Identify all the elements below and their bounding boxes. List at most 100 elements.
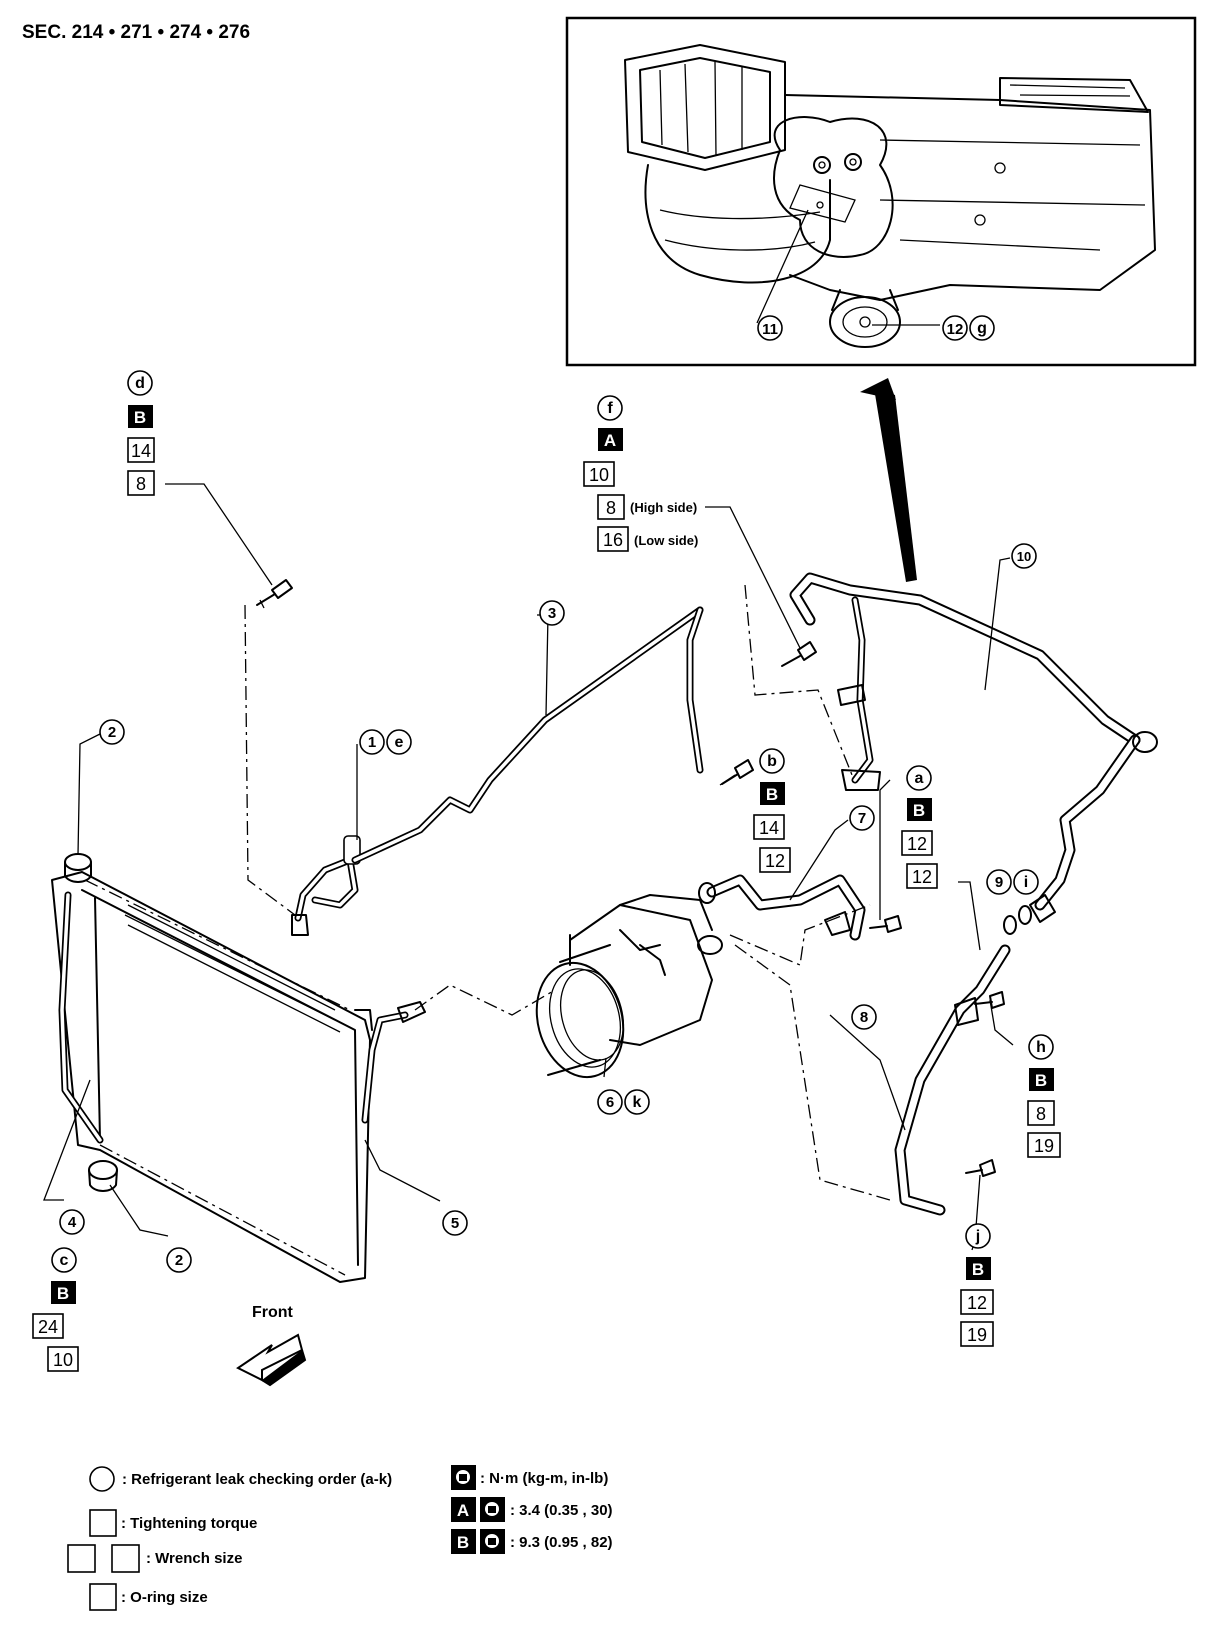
label-part-6: 6 bbox=[597, 1089, 623, 1115]
callout-f: f A 10 8 (High side) 16 (Low side) bbox=[583, 395, 698, 552]
svg-text:B: B bbox=[57, 1284, 69, 1303]
svg-text:10: 10 bbox=[589, 465, 609, 485]
label-part-12: 12 bbox=[942, 315, 968, 341]
svg-text:8: 8 bbox=[1036, 1104, 1046, 1124]
legend: : Refrigerant leak checking order (a-k) … bbox=[67, 1465, 613, 1611]
legend-unit-text: : N·m (kg-m, in-lb) bbox=[480, 1470, 608, 1487]
label-order-g: g bbox=[969, 315, 995, 341]
callout-a: a B 12 12 bbox=[901, 765, 938, 889]
evaporator-unit-inset bbox=[565, 16, 1197, 367]
legend-wrench-symbol-1 bbox=[67, 1544, 96, 1573]
svg-text:6: 6 bbox=[606, 1094, 614, 1111]
legend-a-value: : 3.4 (0.35 , 30) bbox=[510, 1502, 613, 1519]
svg-text:5: 5 bbox=[451, 1215, 459, 1232]
callout-c: c B 24 10 bbox=[32, 1247, 79, 1372]
svg-text:(High side): (High side) bbox=[630, 500, 697, 515]
svg-text:(Low side): (Low side) bbox=[634, 533, 698, 548]
compressor bbox=[535, 894, 723, 1079]
svg-text:i: i bbox=[1024, 874, 1028, 891]
svg-text:B: B bbox=[766, 785, 778, 804]
svg-text:8: 8 bbox=[860, 1009, 868, 1026]
bolt-a bbox=[869, 915, 902, 933]
svg-text:3: 3 bbox=[548, 605, 556, 622]
label-part-9: 9 bbox=[986, 869, 1012, 895]
svg-text:19: 19 bbox=[967, 1325, 987, 1345]
svg-text:7: 7 bbox=[858, 810, 866, 827]
label-part-2-bottom: 2 bbox=[166, 1247, 192, 1273]
label-part-7: 7 bbox=[849, 805, 875, 831]
svg-text:b: b bbox=[767, 753, 777, 770]
bolt-d bbox=[256, 579, 293, 609]
legend-b-letter: B bbox=[457, 1533, 469, 1552]
condenser bbox=[51, 853, 373, 1283]
svg-text:a: a bbox=[915, 770, 924, 787]
callout-d: d B 14 8 bbox=[127, 370, 155, 496]
svg-text:10: 10 bbox=[53, 1350, 73, 1370]
legend-circle-text: : Refrigerant leak checking order (a-k) bbox=[122, 1471, 392, 1488]
label-part-2-top: 2 bbox=[99, 719, 125, 745]
svg-text:e: e bbox=[395, 734, 404, 751]
svg-text:14: 14 bbox=[759, 818, 779, 838]
svg-text:12: 12 bbox=[967, 1293, 987, 1313]
svg-text:g: g bbox=[977, 320, 987, 337]
svg-text:12: 12 bbox=[765, 851, 785, 871]
svg-text:16: 16 bbox=[603, 530, 623, 550]
svg-text:A: A bbox=[604, 431, 616, 450]
svg-text:f: f bbox=[607, 400, 613, 417]
svg-text:B: B bbox=[134, 408, 146, 427]
svg-text:Front: Front bbox=[252, 1304, 294, 1321]
label-order-e: e bbox=[386, 729, 412, 755]
legend-oring-symbol bbox=[89, 1583, 117, 1611]
svg-text:2: 2 bbox=[175, 1252, 183, 1269]
front-arrow-icon bbox=[236, 1333, 304, 1382]
liquid-tank-and-pipes bbox=[244, 584, 853, 936]
label-order-k: k bbox=[624, 1089, 650, 1115]
legend-square-symbol bbox=[89, 1509, 117, 1537]
svg-text:24: 24 bbox=[38, 1317, 58, 1337]
inset-frame bbox=[565, 16, 1197, 367]
label-part-1: 1 bbox=[359, 729, 385, 755]
svg-text:j: j bbox=[975, 1228, 980, 1245]
svg-text:4: 4 bbox=[68, 1214, 77, 1231]
svg-text:2: 2 bbox=[108, 724, 116, 741]
legend-wrench-text: : Wrench size bbox=[146, 1550, 242, 1567]
label-order-i: i bbox=[1013, 869, 1039, 895]
svg-text:h: h bbox=[1036, 1039, 1046, 1056]
bolt-f bbox=[781, 641, 817, 667]
suction-hose-8 bbox=[734, 894, 1056, 1216]
svg-text:12: 12 bbox=[907, 834, 927, 854]
label-part-8: 8 bbox=[851, 1004, 877, 1030]
svg-text:11: 11 bbox=[762, 321, 778, 338]
svg-text:k: k bbox=[633, 1094, 642, 1111]
label-part-4: 4 bbox=[59, 1209, 85, 1235]
bolt-j bbox=[965, 1159, 996, 1177]
svg-text:B: B bbox=[1035, 1071, 1047, 1090]
leaders bbox=[43, 483, 1014, 1251]
label-part-5: 5 bbox=[442, 1210, 468, 1236]
label-part-3: 3 bbox=[539, 600, 565, 626]
svg-text:8: 8 bbox=[136, 474, 146, 494]
inset-pointer-arrow bbox=[874, 388, 917, 582]
legend-square-text: : Tightening torque bbox=[121, 1515, 257, 1532]
legend-b-value: : 9.3 (0.95 , 82) bbox=[510, 1534, 613, 1551]
legend-a-letter: A bbox=[457, 1501, 469, 1520]
svg-text:12: 12 bbox=[912, 867, 932, 887]
svg-text:8: 8 bbox=[606, 498, 616, 518]
bolt-h bbox=[974, 991, 1005, 1009]
callout-b: b B 14 12 bbox=[753, 748, 791, 873]
svg-text:12: 12 bbox=[947, 321, 964, 338]
label-part-10: 10 bbox=[1011, 543, 1037, 569]
svg-text:9: 9 bbox=[995, 874, 1003, 891]
svg-text:B: B bbox=[913, 801, 925, 820]
svg-text:B: B bbox=[972, 1260, 984, 1279]
legend-oring-text: : O-ring size bbox=[121, 1589, 208, 1606]
legend-circle-symbol bbox=[89, 1466, 115, 1492]
svg-text:14: 14 bbox=[131, 441, 151, 461]
callout-j: j B 12 19 bbox=[960, 1223, 994, 1347]
low-pressure-pipe-10 bbox=[789, 572, 1158, 911]
svg-text:1: 1 bbox=[368, 734, 376, 751]
section-header: SEC. 214 • 271 • 274 • 276 bbox=[22, 22, 250, 43]
svg-text:d: d bbox=[135, 375, 145, 392]
svg-text:10: 10 bbox=[1017, 549, 1031, 564]
